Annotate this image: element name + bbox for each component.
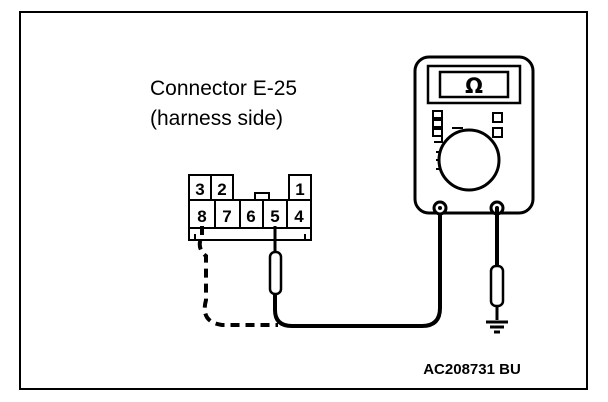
pin-8-label: 8 (197, 207, 206, 226)
pin-4-label: 4 (294, 207, 304, 226)
pin-2-label: 2 (217, 180, 226, 199)
ohmmeter-icon: Ω (413, 55, 535, 216)
figure-frame (19, 11, 588, 390)
ground-symbol-icon (486, 320, 508, 334)
pin-1-label: 1 (295, 180, 304, 199)
pin-3-label: 3 (195, 180, 204, 199)
meter-ohm-symbol: Ω (465, 74, 483, 98)
pin-7-label: 7 (222, 207, 231, 226)
figure-code: AC208731 BU (423, 361, 521, 378)
meter-dial (437, 128, 501, 192)
connector-e25: 3 2 1 8 7 6 5 4 (188, 174, 312, 241)
dashed-wire-pin8 (197, 226, 278, 327)
connector-label-line1: Connector E-25 (150, 77, 297, 100)
pin-6-label: 6 (246, 207, 255, 226)
solid-wire-probe-to-meter (273, 208, 442, 328)
connector-label-line2: (harness side) (150, 107, 283, 130)
ground-probe (489, 264, 505, 320)
pin-5-label: 5 (270, 207, 279, 226)
